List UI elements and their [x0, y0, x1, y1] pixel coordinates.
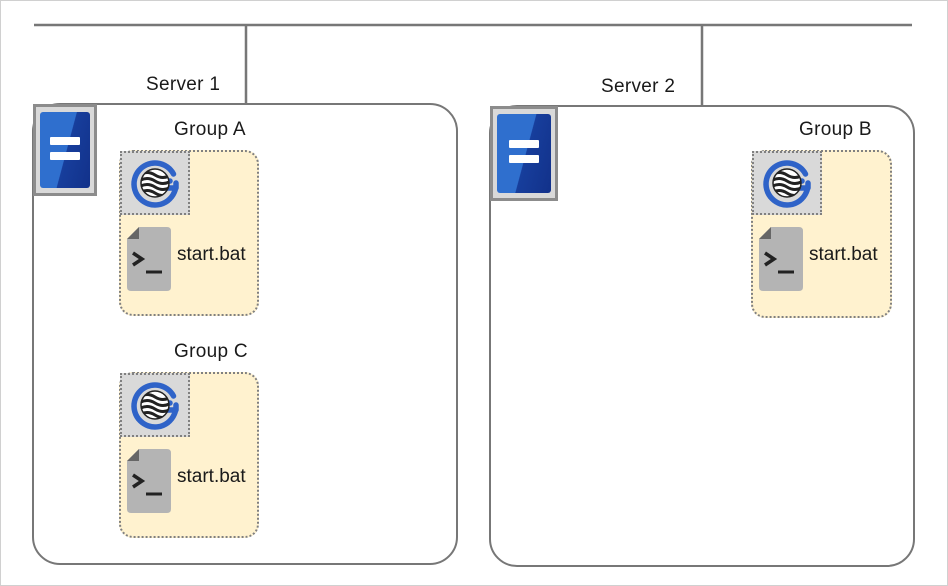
server-1-icon — [33, 104, 97, 196]
server-icon-bar — [50, 137, 80, 145]
server-1-label: Server 1 — [146, 74, 221, 95]
group-a-label: Group A — [174, 119, 246, 140]
script-file-icon — [759, 227, 803, 291]
script-label: start.bat — [177, 466, 246, 487]
globe-g-icon — [120, 373, 190, 437]
script-label: start.bat — [177, 244, 246, 265]
script-label: start.bat — [809, 244, 878, 265]
server-icon-bar — [509, 140, 539, 148]
server-icon-bar — [50, 152, 80, 160]
group-c-box: start.bat — [119, 372, 259, 538]
server-icon-body — [497, 114, 551, 193]
server-2-label: Server 2 — [601, 76, 676, 97]
group-b-label: Group B — [799, 119, 872, 140]
group-a-box: start.bat — [119, 150, 259, 316]
server-icon-bar — [509, 155, 539, 163]
server-icon-body — [40, 112, 90, 188]
group-b-box: start.bat — [751, 150, 892, 318]
server-2-icon — [490, 106, 558, 201]
script-file-icon — [127, 449, 171, 513]
globe-g-icon — [120, 151, 190, 215]
globe-g-icon — [752, 151, 822, 215]
script-file-icon — [127, 227, 171, 291]
group-c-label: Group C — [174, 341, 248, 362]
